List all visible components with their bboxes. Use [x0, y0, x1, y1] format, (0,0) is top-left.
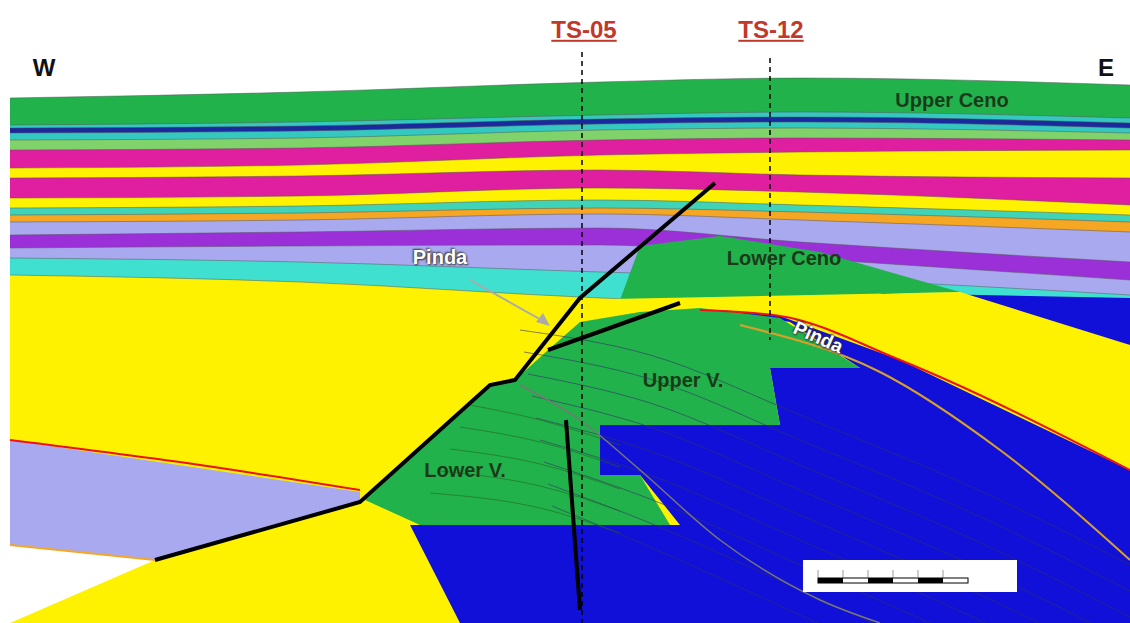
- stratum-layer: [10, 170, 1130, 623]
- lavender-unit: [10, 440, 360, 560]
- stratum-layer: [10, 208, 1130, 623]
- strata-stack: [10, 78, 1130, 623]
- lower-ceno-unit: [620, 236, 960, 300]
- compass-label: E: [1098, 55, 1114, 81]
- stratum-layer: [10, 188, 1130, 623]
- stratum-layer: [10, 122, 1130, 623]
- horizon-line: [10, 545, 155, 560]
- stratum-layer: [10, 117, 1130, 623]
- horizon-line: [740, 325, 1130, 560]
- horizon-line: [10, 440, 360, 490]
- stratum-layer: [10, 78, 1130, 623]
- stratum-layer: [10, 275, 1130, 623]
- v-unit: [365, 308, 860, 525]
- well-label: TS-12: [738, 17, 803, 43]
- scale-bar: [803, 560, 1017, 592]
- unit-label: Upper Ceno: [895, 89, 1008, 111]
- blank-area: [0, 560, 155, 623]
- stratum-layer: [10, 112, 1130, 623]
- stratum-layer: [10, 214, 1130, 623]
- fault-line: [566, 420, 580, 610]
- compass-label: W: [33, 55, 56, 81]
- stratum-layer: [10, 200, 1130, 623]
- stratum-layer: [10, 150, 1130, 623]
- leader-arrowhead: [536, 313, 550, 326]
- unit-label: Lower Ceno: [727, 247, 841, 269]
- stratum-layer: [10, 228, 1130, 623]
- fault-line: [548, 303, 680, 350]
- stratum-layer: [10, 138, 1130, 623]
- unit-label: Pinda: [413, 246, 467, 268]
- leader-line: [470, 280, 545, 322]
- stratum-layer: [10, 128, 1130, 623]
- bedding-lines: [430, 330, 1130, 623]
- stratum-boundary: [10, 128, 1130, 140]
- stratum-boundary: [10, 170, 1130, 178]
- unit-label: Upper V.: [643, 369, 723, 391]
- pinda-top-line: [700, 310, 1130, 470]
- stratum-layer: [10, 245, 1130, 623]
- fault-line: [155, 183, 715, 560]
- stratum-boundary: [10, 138, 1130, 150]
- well-label: TS-05: [551, 17, 616, 43]
- well-path: [769, 58, 771, 340]
- well-path: [581, 52, 583, 623]
- unit-label: Lower V.: [424, 459, 506, 481]
- stratum-boundary: [10, 150, 1130, 168]
